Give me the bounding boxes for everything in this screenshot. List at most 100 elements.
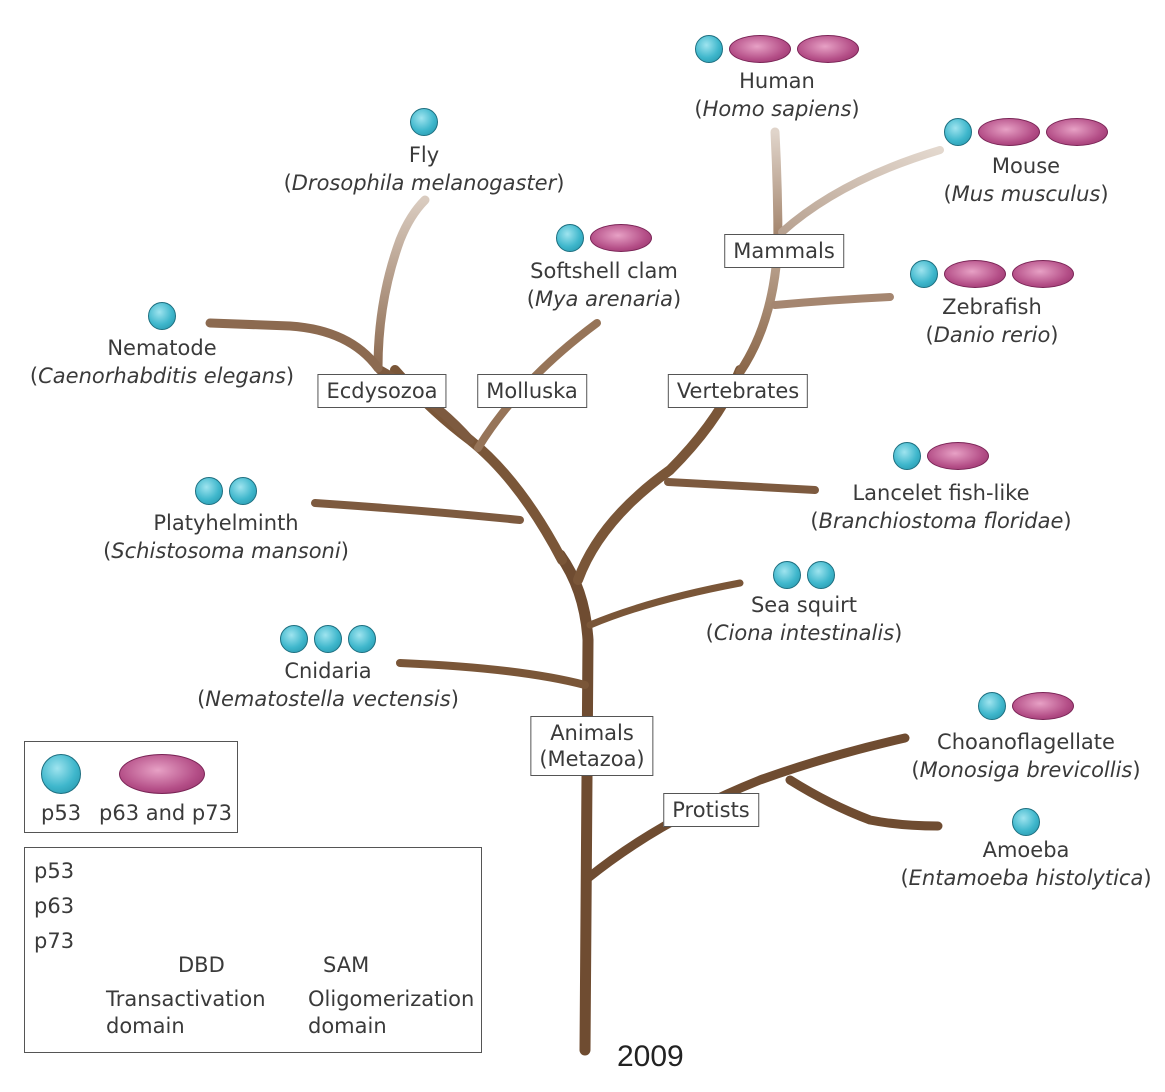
clade-animals-line1: Animals [550,721,634,745]
species-scientific-name: (Ciona intestinalis) [705,621,903,645]
amoeba-protein-icons [1009,806,1043,838]
clam-label: Softshell clam(Mya arenaria) [527,257,681,313]
seasquirt-label: Sea squirt(Ciona intestinalis) [706,591,903,647]
transactivation-label-line1: Transactivation [106,987,266,1011]
p53-icon [695,35,723,63]
mouse-label: Mouse (Mus musculus) [943,152,1108,208]
zebrafish-branch [771,293,894,309]
p53-icon [893,442,921,470]
species-scientific-name: (Entamoeba histolytica) [900,866,1152,890]
fly-protein-icons [407,106,441,138]
p63-p73-icon [944,260,1006,288]
p53-icon [978,692,1006,720]
species-common-name: Lancelet fish-like [852,481,1030,505]
domain-legend [24,847,482,1053]
species-scientific-name: (Monosiga brevicollis) [911,758,1141,782]
species-scientific-name: (Branchiostoma floridae) [810,509,1072,533]
species-common-name: Zebrafish [942,295,1042,319]
p53-icon [280,625,308,653]
human-protein-icons [692,33,862,65]
clade-ecdysozoa: Ecdysozoa [317,374,447,408]
oligomerization-label-line2: domain [308,1014,387,1038]
species-common-name: Nematode [107,336,217,360]
species-scientific-name: (Mus musculus) [943,182,1109,206]
p53-icon [148,302,176,330]
cnidaria-branch [396,659,589,689]
p53-icon [348,625,376,653]
fly-label: Fly (Drosophila melanogaster) [284,141,565,197]
species-common-name: Amoeba [982,838,1070,862]
amoeba-branch [785,775,943,831]
protist-branch [583,733,910,883]
zebrafish-label: Zebrafish (Danio rerio) [926,293,1059,349]
p63-p73-legend-icon [119,754,205,794]
species-scientific-name: (Caenorhabditis elegans) [29,364,295,388]
p53-legend-icon [41,754,81,794]
p53-icon [773,561,801,589]
domain-row-label-p63: p63 [34,894,75,918]
transactivation-label-line2: domain [106,1014,185,1038]
clade-animals: Animals (Metazoa) [530,716,654,776]
species-common-name: Platyhelminth [153,511,299,535]
p63-p73-icon [1012,692,1074,720]
species-common-name: Human [739,69,815,93]
species-common-name: Mouse [991,154,1061,178]
sam-label: SAM [323,953,370,977]
species-scientific-name: (Schistosoma mansoni) [103,539,349,563]
p63-p73-icon [927,442,989,470]
human-branch [770,127,783,255]
trunk-branch [554,549,594,1056]
choano-protein-icons [975,690,1077,722]
clade-animals-line2: (Metazoa) [539,747,645,771]
p53-icon [410,108,438,136]
lancelet-protein-icons [890,440,992,472]
p63-p73-icon [1046,118,1108,146]
species-common-name: Softshell clam [530,259,678,283]
clade-vertebrates: Vertebrates [667,374,809,408]
zebrafish-protein-icons [907,258,1077,290]
domain-row-label-p53: p53 [34,859,75,883]
lancelet-label: Lancelet fish-like (Branchiostoma florida… [810,479,1071,535]
p53-icon [807,561,835,589]
nematode-label: Nematode (Caenorhabditis elegans) [30,334,294,390]
p63-p73-icon [590,224,652,252]
choano-label: Choanoflagellate (Monosiga brevicollis) [911,728,1140,784]
p53-icon [314,625,342,653]
species-common-name: Fly [408,143,440,167]
mouse-branch [778,146,944,236]
human-label: Human (Homo sapiens) [694,67,859,123]
p53-icon [910,260,938,288]
p63-p73-icon [729,35,791,63]
p53-icon [229,477,257,505]
cnidaria-protein-icons [277,623,379,655]
p63-p73-icon [978,118,1040,146]
fly-branch [373,195,430,373]
legend-p63-p73-label: p63 and p73 [99,801,232,825]
platy-protein-icons [192,475,260,507]
clade-protists: Protists [663,793,759,827]
protein-legend: p53 p63 and p73 [24,741,238,833]
platyhelminth-branch [311,499,524,524]
species-scientific-name: (Nematostella vectensis) [197,687,459,711]
nematode-protein-icons [145,300,179,332]
oligomerization-label-line1: Oligomerization [308,987,475,1011]
species-scientific-name: (Danio rerio) [925,323,1059,347]
legend-p53-label: p53 [41,801,82,825]
seasquirt-protein-icons [770,559,838,591]
dbd-label: DBD [178,953,225,977]
p53-icon [1012,808,1040,836]
p53-icon [944,118,972,146]
lancelet-branch [664,478,819,494]
p53-icon [195,477,223,505]
p63-p73-icon [797,35,859,63]
clade-molluska: Molluska [477,374,587,408]
species-scientific-name: (Homo sapiens) [694,97,860,121]
species-scientific-name: (Drosophila melanogaster) [283,171,565,195]
amoeba-label: Amoeba (Entamoeba histolytica) [900,836,1151,892]
species-common-name: Cnidaria [284,659,372,683]
p63-p73-icon [1012,260,1074,288]
p53-icon [556,224,584,252]
year-label: 2009 [617,1040,684,1073]
seasquirt-branch [586,579,744,629]
species-common-name: Choanoflagellate [937,730,1115,754]
